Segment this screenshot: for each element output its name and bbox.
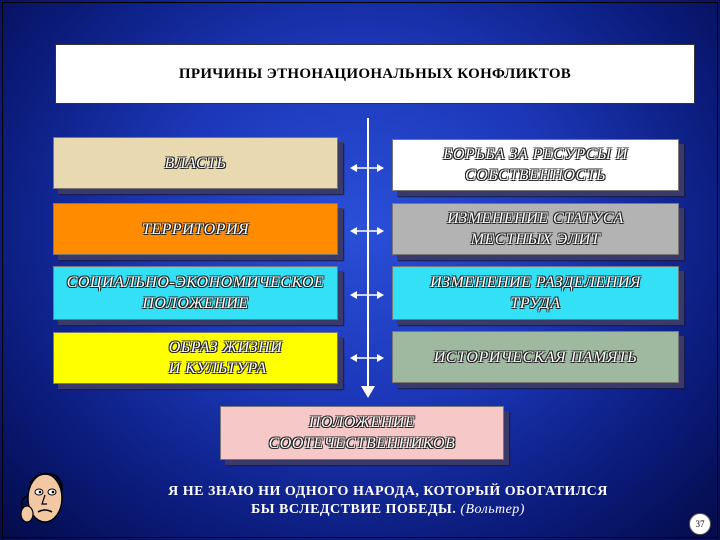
diagram-title-text: ПРИЧИНЫ ЭТНОНАЦИОНАЛЬНЫХ КОНФЛИКТОВ — [178, 65, 572, 82]
quote-line2: БЫ ВСЛЕДСТВИЕ ПОБЕДЫ. — [251, 502, 457, 517]
cause-compatriots-line2: СООТЕЧЕСТВЕННИКОВ — [268, 435, 456, 452]
cause-historical-memory-line1: ИСТОРИЧЕСКАЯ ПАМЯТЬ — [433, 348, 638, 366]
cause-labor-division-line1: ИЗМЕНЕНИЕ РАЗДЕЛЕНИЯ — [430, 274, 641, 291]
cause-power: ВЛАСТЬ — [53, 137, 338, 189]
cause-socioeconomic-line1: СОЦИАЛЬНО-ЭКОНОМИЧЕСКОЕ — [66, 274, 325, 291]
cause-elite-status: ИЗМЕНЕНИЕ СТАТУСА МЕСТНЫХ ЭЛИТ — [392, 203, 679, 255]
cause-territory-line1: ТЕРРИТОРИЯ — [141, 220, 250, 238]
double-arrow-icon — [350, 354, 384, 362]
cause-socioeconomic-line2: ПОЛОЖЕНИЕ — [142, 295, 249, 312]
central-arrow-head — [361, 386, 375, 398]
cause-historical-memory: ИСТОРИЧЕСКАЯ ПАМЯТЬ — [392, 331, 679, 383]
cause-labor-division: ИЗМЕНЕНИЕ РАЗДЕЛЕНИЯ ТРУДА — [392, 266, 679, 320]
cause-labor-division-line2: ТРУДА — [510, 295, 561, 312]
central-connector-line — [367, 118, 369, 390]
cause-socioeconomic: СОЦИАЛЬНО-ЭКОНОМИЧЕСКОЕ ПОЛОЖЕНИЕ — [53, 266, 338, 320]
cause-resources-line2: СОБСТВЕННОСТЬ — [465, 167, 606, 184]
cause-compatriots-line1: ПОЛОЖЕНИЕ — [308, 414, 416, 431]
cause-compatriots: ПОЛОЖЕНИЕ СООТЕЧЕСТВЕННИКОВ — [220, 406, 504, 460]
cause-elite-status-line1: ИЗМЕНЕНИЕ СТАТУСА — [447, 210, 624, 227]
double-arrow-icon — [350, 164, 384, 172]
page-number: 37 — [689, 513, 711, 535]
double-arrow-icon — [350, 227, 384, 235]
cause-power-line1: ВЛАСТЬ — [164, 154, 227, 172]
cause-territory: ТЕРРИТОРИЯ — [53, 203, 338, 255]
cause-lifestyle-line2: И КУЛЬТУРА — [168, 360, 267, 377]
thinking-face-icon — [20, 472, 63, 523]
cause-resources: БОРЬБА ЗА РЕСУРСЫ И СОБСТВЕННОСТЬ — [392, 139, 679, 191]
quote-line1: Я НЕ ЗНАЮ НИ ОДНОГО НАРОДА, КОТОРЫЙ ОБОГ… — [168, 484, 608, 499]
cause-elite-status-line2: МЕСТНЫХ ЭЛИТ — [470, 231, 601, 248]
voltaire-quote: Я НЕ ЗНАЮ НИ ОДНОГО НАРОДА, КОТОРЫЙ ОБОГ… — [98, 483, 678, 519]
quote-author: (Вольтер) — [460, 502, 525, 517]
cause-lifestyle-line1: ОБРАЗ ЖИЗНИ — [168, 339, 283, 356]
double-arrow-icon — [350, 291, 384, 299]
cause-lifestyle: ОБРАЗ ЖИЗНИ И КУЛЬТУРА — [53, 332, 338, 384]
cause-resources-line1: БОРЬБА ЗА РЕСУРСЫ И — [443, 146, 628, 163]
page-number-text: 37 — [695, 519, 705, 529]
diagram-title: ПРИЧИНЫ ЭТНОНАЦИОНАЛЬНЫХ КОНФЛИКТОВ — [55, 44, 695, 104]
